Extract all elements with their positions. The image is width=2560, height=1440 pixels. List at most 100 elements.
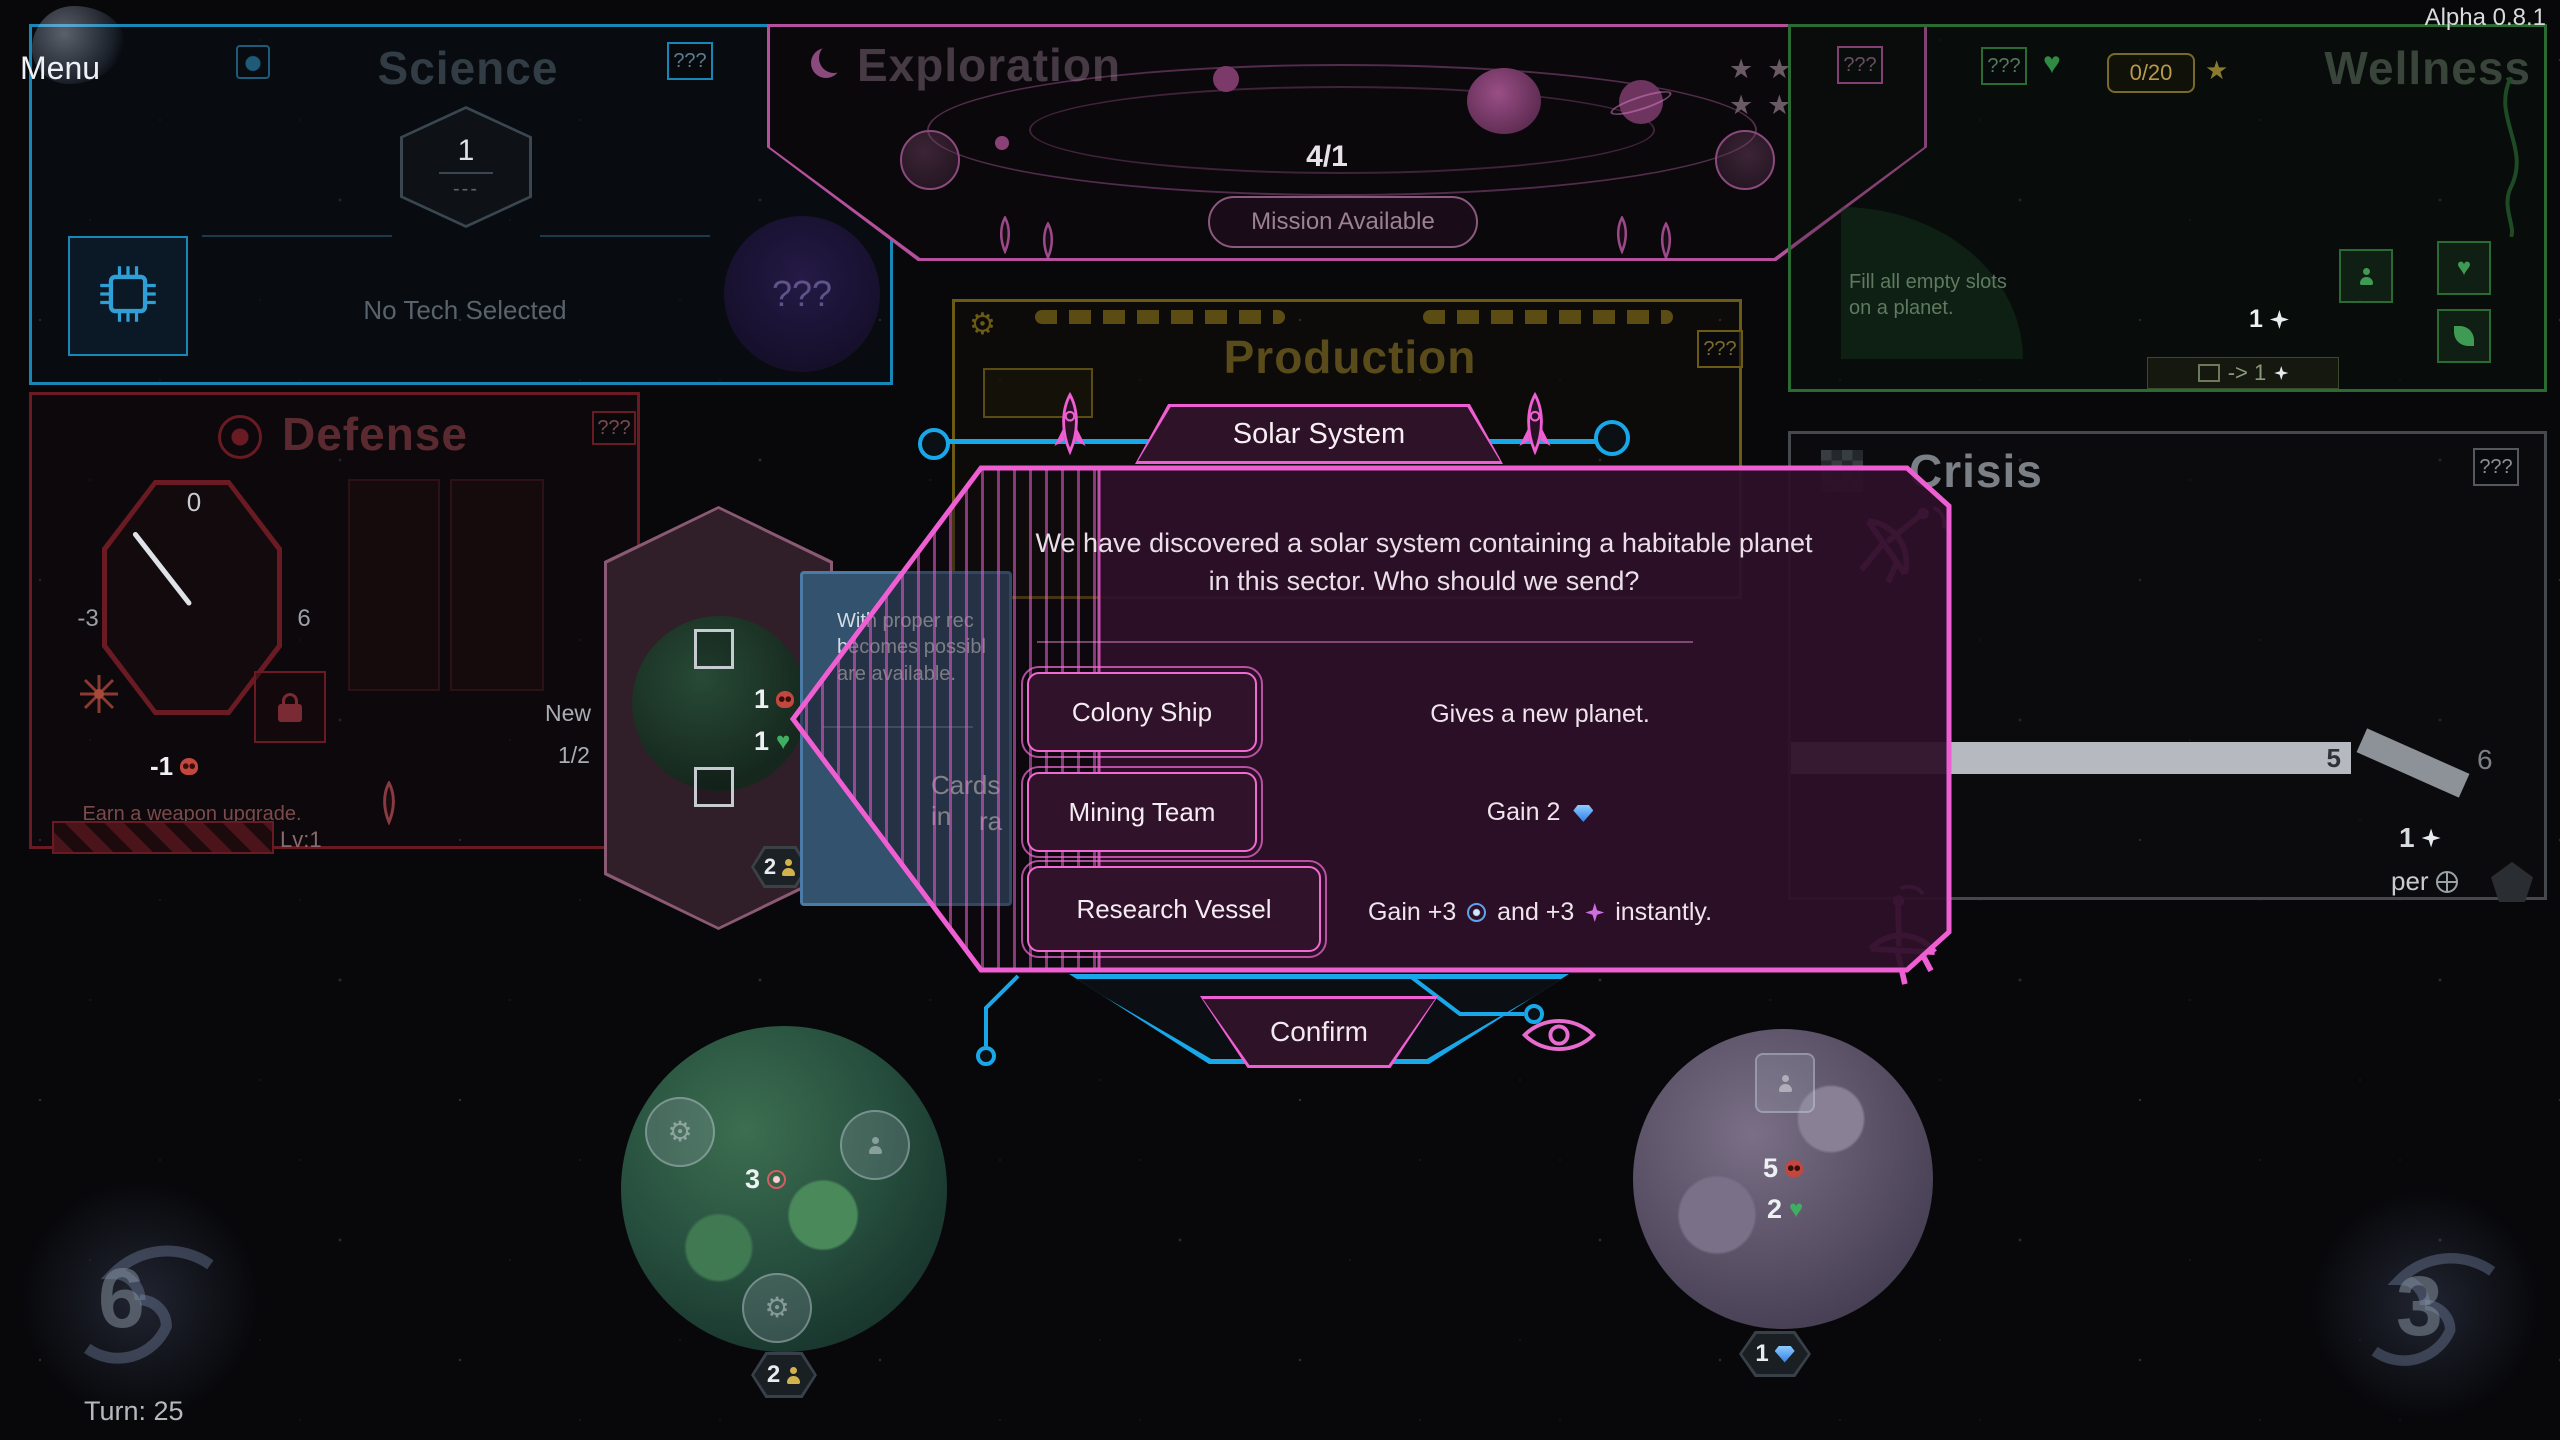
gear-icon: ⚙ [969,308,996,341]
version-label: Alpha 0.8.1 [2424,4,2546,31]
wellness-slot-count: 1 [2249,305,2263,333]
leaf-icon [2454,326,2474,346]
planet-slot[interactable]: ⚙ [645,1097,715,1167]
eye-icon[interactable] [1520,1012,1598,1058]
card-cost-badge: 2 [751,846,809,888]
research-vessel-button[interactable]: Research Vessel [1021,860,1327,958]
card-badge-value: 2 [763,854,777,879]
colony-ship-desc: Gives a new planet. [1430,700,1650,728]
orbit-ring-inner [1029,86,1655,174]
purple-planet[interactable]: 5 2 ♥ [1633,1029,1933,1329]
gear-icon: ⚙ [764,1292,790,1323]
crescent-moon-icon [811,48,841,78]
card-checkbox[interactable] [694,767,734,807]
menu-button[interactable]: Menu [8,6,148,106]
chip-icon [96,262,160,331]
tech-slot-value: 1 [457,133,475,167]
turn-label: Turn: 25 [84,1396,184,1426]
confirm-button[interactable]: Confirm [1200,996,1438,1068]
gauge-max: 6 [297,605,311,632]
weapon-slot[interactable] [450,479,544,691]
crisis-rate-value: 1 [2399,822,2415,853]
heart-icon: ♥ [2456,254,2472,281]
tech-slot-hexagon[interactable]: 1 --- [400,106,532,228]
card-checkbox[interactable] [694,629,734,669]
input-box-icon [2197,364,2220,382]
wellness-icon-box[interactable] [2437,309,2491,363]
wellness-hint-line1: Fill all empty slots [1849,271,2007,293]
wellness-conversion: -> 1 [2227,360,2267,385]
galaxy-swirl [84,1245,214,1364]
wellness-help-button[interactable]: ??? [1981,47,2027,85]
wellness-progress: 0/20 [2129,60,2173,85]
production-help-button[interactable]: ??? [1697,330,1743,368]
science-help-button[interactable]: ??? [667,42,713,80]
mission-available-label: Mission Available [1251,208,1435,235]
mining-team-button[interactable]: Mining Team [1021,766,1263,858]
orbit-planet-small [995,136,1009,150]
rocket-icon [1047,391,1093,461]
lock-icon [278,693,302,722]
circuit-node [1594,420,1630,456]
planet-slot[interactable]: ⚙ [742,1273,812,1343]
defense-hint: Earn a weapon upgrade. [82,803,302,825]
rocket-icon [383,781,395,825]
g​em-icon [1573,805,1594,822]
planet-slot[interactable] [840,1110,910,1180]
crisis-help-button[interactable]: ??? [2473,448,2519,486]
green-planet-badge-value: 2 [766,1361,781,1388]
science-mystery-circle[interactable]: ??? [724,216,880,372]
rocket-icon [1653,221,1679,261]
exploration-help-button[interactable]: ??? [1837,46,1883,84]
burst-icon [2421,828,2441,848]
science-panel: Science ??? 1 --- No Tech Selected ??? [29,24,893,385]
circuit-node [918,428,950,460]
purple-planet-badge-value: 1 [1755,1340,1769,1367]
wellness-conveyor: -> 1 [2147,357,2339,389]
wellness-hint-line2: on a planet. [1849,297,1954,319]
vine-decor [2503,77,2519,237]
dialog-title: Solar System [1232,417,1406,450]
chain-decor [1035,310,1285,324]
person-icon [868,1136,883,1154]
crisis-pentagon [2491,862,2533,902]
bug-icon [236,45,270,79]
planet-slot[interactable] [1755,1053,1815,1113]
threat-gauge [102,480,282,715]
chain-decor [1423,310,1673,324]
circuit-traces [976,974,1544,1066]
mission-available-button[interactable]: Mission Available [1208,196,1478,248]
card-stat1: 1 [754,684,770,714]
skull-icon [1785,1160,1804,1177]
defense-help-button[interactable]: ??? [592,411,636,445]
wellness-icon-box[interactable] [2339,249,2393,303]
lock-slot [254,671,326,743]
partial-card-label-1: New [545,700,592,726]
galaxy-right[interactable]: 3 [2310,1190,2540,1420]
green-planet[interactable]: ⚙ ⚙ 3 [621,1026,947,1352]
mining-team-label: Mining Team [1068,796,1216,827]
galaxy-left[interactable]: 6 [20,1180,260,1420]
wellness-icon-box[interactable]: ♥ [2437,241,2491,295]
card-stat2: 1 [754,726,770,756]
weapon-slot[interactable] [348,479,440,691]
colony-ship-button[interactable]: Colony Ship [1021,666,1263,758]
heart-icon: ♥ [776,727,791,755]
purple-planet-stat1: 5 [1763,1153,1779,1183]
orbit-moon-right [1715,130,1775,190]
defense-penalty: -1 [150,751,174,781]
research-vessel-label: Research Vessel [1076,893,1272,924]
person-icon [786,1366,801,1384]
rocket-icon [992,215,1018,255]
rocket-icon [1512,391,1558,461]
science-title: Science [377,42,559,94]
galaxy-left-value: 6 [98,1251,145,1345]
science-circuit-line [540,235,710,237]
heart-icon: ♥ [2043,47,2061,80]
gem-icon [1774,1345,1795,1363]
wellness-title: Wellness [2324,42,2531,94]
galaxy-swirl [2371,1253,2496,1366]
partial-card-label-2: 1/2 [558,742,590,768]
science-chip-slot[interactable] [68,236,188,356]
